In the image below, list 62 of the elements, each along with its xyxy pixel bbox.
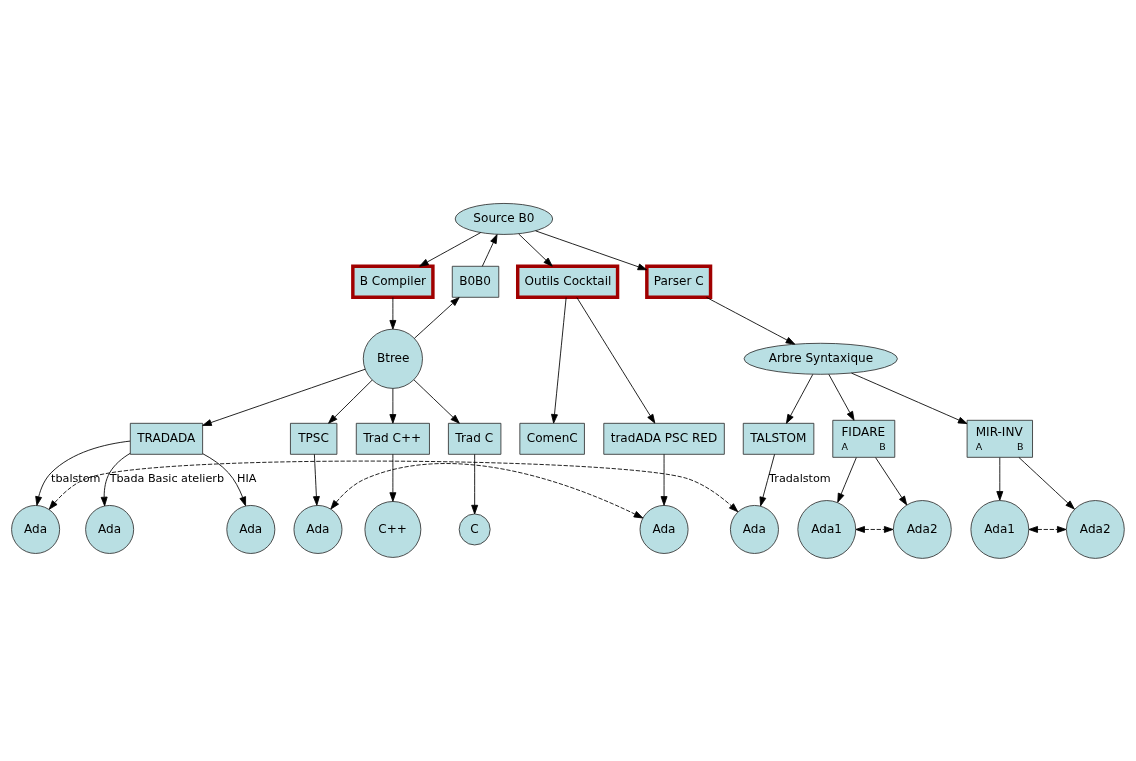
node-circle: Ada [226, 504, 276, 554]
arrow [330, 462, 644, 518]
node-box: B Compiler [351, 264, 435, 299]
node-ellipse: Arbre Syntaxique [743, 342, 898, 375]
node-circle: Ada [639, 504, 689, 554]
node-box: ComenC [519, 422, 585, 455]
arrow [100, 452, 131, 506]
node-circle: Ada1 [970, 499, 1030, 559]
node-box: B0B0 [451, 265, 500, 298]
arrow [828, 373, 855, 421]
arrow [576, 296, 656, 424]
arrow [328, 379, 373, 424]
arrow [875, 456, 908, 505]
node-box: Trad C [447, 422, 502, 455]
arrow [413, 378, 460, 424]
node-circle: Ada1 [797, 499, 857, 559]
arrow [851, 372, 968, 424]
node-box: TALSTOM [742, 422, 815, 455]
node-box: TRADADA [129, 422, 204, 455]
node-ellipse: Source B0 [454, 202, 554, 235]
node-box: tradADA PSC RED [603, 422, 725, 455]
arrow [202, 368, 366, 426]
arrow [313, 453, 320, 506]
node-circle: Ada [293, 504, 343, 554]
arrow [35, 440, 131, 506]
arrow [481, 233, 498, 267]
arrow [48, 460, 739, 512]
arrow [389, 387, 397, 424]
arrow [1028, 525, 1067, 533]
node-circle: Ada [85, 504, 135, 554]
node-box: Parser C [645, 264, 713, 299]
node-box: MIR-INV A B [966, 419, 1033, 458]
arrow [518, 233, 553, 267]
node-box: Outils Cocktail [516, 264, 620, 299]
arrow [202, 452, 246, 506]
arrow [837, 456, 857, 503]
node-box: Trad C++ [355, 422, 430, 455]
arrow [471, 453, 479, 514]
arrow [419, 231, 482, 267]
node-circle: C [458, 513, 491, 545]
arrow [389, 453, 397, 502]
node-circle: C++ [364, 500, 422, 558]
node-circle: Btree [362, 328, 423, 389]
arrow [786, 373, 814, 424]
arrow [706, 296, 796, 345]
edge-label: tbalstom [51, 471, 101, 485]
arrow [389, 296, 397, 329]
edge-label: Tradalstom [769, 471, 831, 485]
node-box: TPSC [290, 422, 338, 455]
arrow [759, 453, 775, 506]
arrow [551, 296, 567, 424]
edge-label: HIA [237, 471, 257, 485]
arrow [996, 456, 1004, 501]
arrow [414, 296, 460, 339]
arrow [660, 453, 668, 506]
arrow [855, 525, 894, 533]
arrow [1018, 456, 1075, 509]
arrow [535, 229, 648, 270]
node-circle: Ada2 [892, 499, 952, 559]
node-circle: Ada [11, 504, 61, 554]
node-box: FIDARE A B [832, 419, 896, 458]
edge-label: Tbada Basic atelierb [109, 471, 225, 485]
